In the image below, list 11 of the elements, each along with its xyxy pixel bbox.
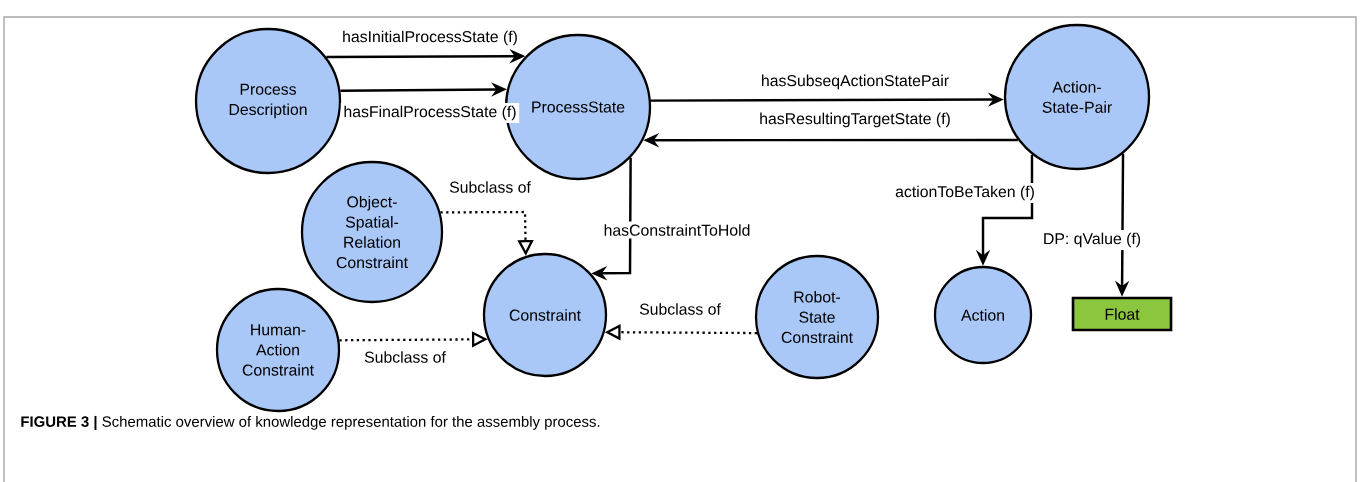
edge-label: hasFinalProcessState (f) xyxy=(340,103,520,123)
edge-label: Subclass of xyxy=(636,300,724,318)
edge-label: hasSubseqActionStatePair xyxy=(758,72,952,92)
edge-label: hasConstraintToHold xyxy=(600,221,754,239)
caption: FIGURE 3 | Schematic overview of knowledge representation for the assembly process. xyxy=(21,415,600,431)
datatype-box: Float xyxy=(1071,296,1173,332)
edge-label: Subclass of xyxy=(446,178,534,196)
edge-label: actionToBeTaken (f) xyxy=(892,183,1038,203)
edge-label: Subclass of xyxy=(361,348,449,366)
edge-label: hasResultingTargetState (f) xyxy=(756,110,954,130)
edge-label: DP: qValue (f) xyxy=(1040,230,1144,250)
